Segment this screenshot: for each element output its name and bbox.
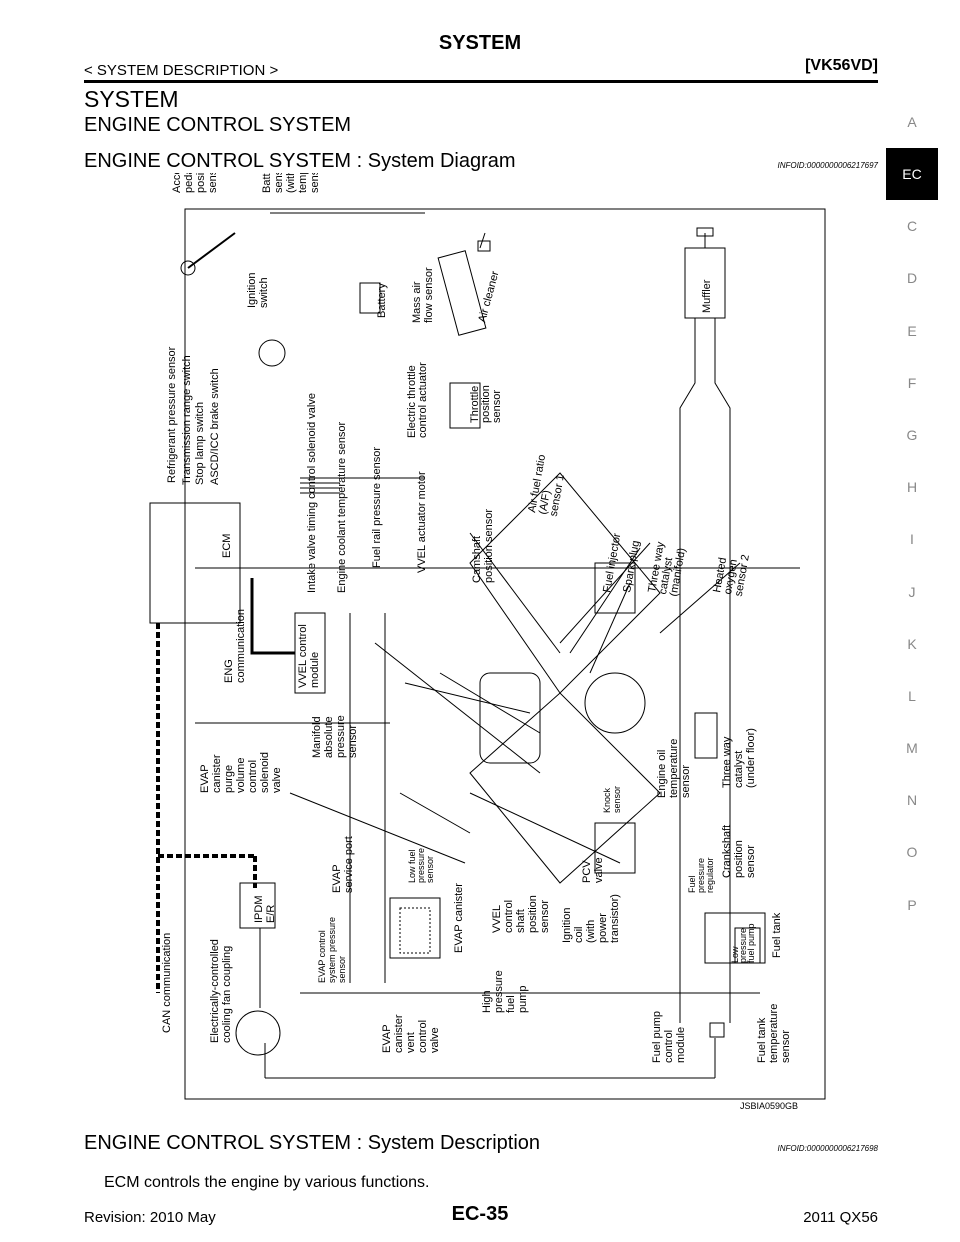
label-muffler: Muffler <box>701 279 713 313</box>
header-rule <box>84 80 878 83</box>
label-ascd: ASCD/ICC brake switch <box>209 368 221 485</box>
section-index-sidebar: A EC C D E F G H I J K L M N O P <box>886 96 938 931</box>
label-can: CAN communication <box>161 933 173 1033</box>
label-etc-actuator: Electric throttlecontrol actuator <box>406 362 429 438</box>
section-tab-p[interactable]: P <box>907 896 917 913</box>
section-tab-g[interactable]: G <box>906 426 918 443</box>
footer-model: 2011 QX56 <box>803 1209 878 1226</box>
label-ipdm: IPDME/R <box>253 896 277 924</box>
label-ignition-coil: Ignitioncoil(withpowertransistor) <box>561 894 621 943</box>
label-accel: Acceleratorpedalpositionsensor <box>171 173 219 193</box>
section-tab-i[interactable]: I <box>910 531 914 548</box>
label-intake-valve: Intake valve timing control solenoid val… <box>306 393 318 593</box>
label-cooling-fan: Electrically-controlledcooling fan coupl… <box>209 939 233 1043</box>
label-engine-oil-temp: Engine oiltemperaturesensor <box>656 739 692 798</box>
label-evap-purge: EVAPcanisterpurgevolumecontrolsolenoidva… <box>199 752 283 793</box>
section-tab-l[interactable]: L <box>908 687 916 704</box>
label-maf: Mass airflow sensor <box>411 267 435 323</box>
label-ecm: ECM <box>221 534 233 558</box>
label-vvel-motor: VVEL actuator motor <box>416 471 428 573</box>
label-low-fuel-pressure: Low fuelpressuresensor <box>407 848 435 883</box>
label-vvel-module: VVEL controlmodule <box>297 624 321 688</box>
label-evap-service: EVAPservice port <box>331 836 355 893</box>
label-fuel-pressure-reg: Fuelpressureregulator <box>687 857 715 893</box>
page-number: EC-35 <box>451 1203 509 1225</box>
label-vvel-shaft: VVELcontrolshaftpositionsensor <box>491 895 551 933</box>
section-tab-e[interactable]: E <box>907 322 917 339</box>
label-evap-canister: EVAP canister <box>453 883 465 953</box>
label-knock: Knocksensor <box>602 786 622 813</box>
section-tab-o[interactable]: O <box>906 844 918 861</box>
label-coolant-temp: Engine coolant temperature sensor <box>336 421 348 593</box>
label-fuel-pump-module: Fuel pumpcontrolmodule <box>651 1011 687 1063</box>
label-camshaft: Camshaftposition sensor <box>471 509 495 583</box>
heading-system: SYSTEM <box>84 86 179 112</box>
revision-date: Revision: 2010 May <box>84 1209 216 1226</box>
label-low-pressure-pump: Lowpressurefuel pump <box>730 923 756 963</box>
ecm-box <box>149 502 241 624</box>
breadcrumb: < SYSTEM DESCRIPTION > <box>84 62 279 79</box>
label-refrigerant: Refrigerant pressure sensor <box>166 346 178 483</box>
section-tab-a[interactable]: A <box>907 114 917 130</box>
section-tab-c[interactable]: C <box>906 218 918 235</box>
section-title-description: ENGINE CONTROL SYSTEM : System Descripti… <box>84 1132 541 1154</box>
system-diagram: Acceleratorpedalpositionsensor Battery cu… <box>140 173 840 1123</box>
label-battery-current: Battery currentsensor(with batterytemper… <box>261 173 321 193</box>
section-tab-n[interactable]: N <box>906 792 918 809</box>
section-tab-k[interactable]: K <box>907 635 917 652</box>
label-throttle-pos: Throttlepositionsensor <box>469 385 503 423</box>
section-tab-j[interactable]: J <box>908 583 916 600</box>
label-crankshaft: Crankshaftpositionsensor <box>721 825 757 878</box>
section-tab-d[interactable]: D <box>906 270 918 287</box>
label-three-way-floor: Three waycatalyst(under floor) <box>721 728 757 788</box>
section-tab-h[interactable]: H <box>906 479 918 496</box>
section-tab-m[interactable]: M <box>906 740 918 757</box>
figure-id: JSBIA0590GB <box>740 1101 798 1111</box>
label-evap-control-pressure: EVAP controlsystem pressuresensor <box>317 917 347 983</box>
section-title-diagram: ENGINE CONTROL SYSTEM : System Diagram <box>84 150 516 172</box>
label-fuel-tank: Fuel tank <box>771 912 783 958</box>
label-stop-lamp: Stop lamp switch <box>194 402 206 485</box>
label-evap-vent: EVAPcanisterventcontrolvalve <box>381 1014 441 1053</box>
label-pcv: PCVvalve <box>581 857 605 883</box>
section-tab-f[interactable]: F <box>907 374 917 391</box>
infoid-description: INFOID:0000000006217698 <box>777 1144 878 1153</box>
section-tab-ec[interactable]: EC <box>886 148 938 201</box>
label-transmission: Transmission range switch <box>181 355 193 485</box>
infoid-diagram: INFOID:0000000006217697 <box>777 161 878 170</box>
label-map-sensor: Manifoldabsolutepressuresensor <box>311 715 359 758</box>
label-battery: Battery <box>376 283 388 318</box>
label-fuel-rail: Fuel rail pressure sensor <box>371 447 383 568</box>
heading-engine-control-system: ENGINE CONTROL SYSTEM <box>84 114 352 136</box>
label-ignition-switch: Ignitionswitch <box>246 273 270 308</box>
label-fuel-tank-temp: Fuel tanktemperaturesensor <box>756 1004 792 1063</box>
description-text: ECM controls the engine by various funct… <box>104 1174 430 1191</box>
model-code: [VK56VD] <box>805 57 878 74</box>
page-header-title: SYSTEM <box>438 32 522 54</box>
label-eng-comm: ENGcommunication <box>223 609 247 683</box>
label-high-pressure-pump: Highpressurefuelpump <box>481 970 529 1013</box>
